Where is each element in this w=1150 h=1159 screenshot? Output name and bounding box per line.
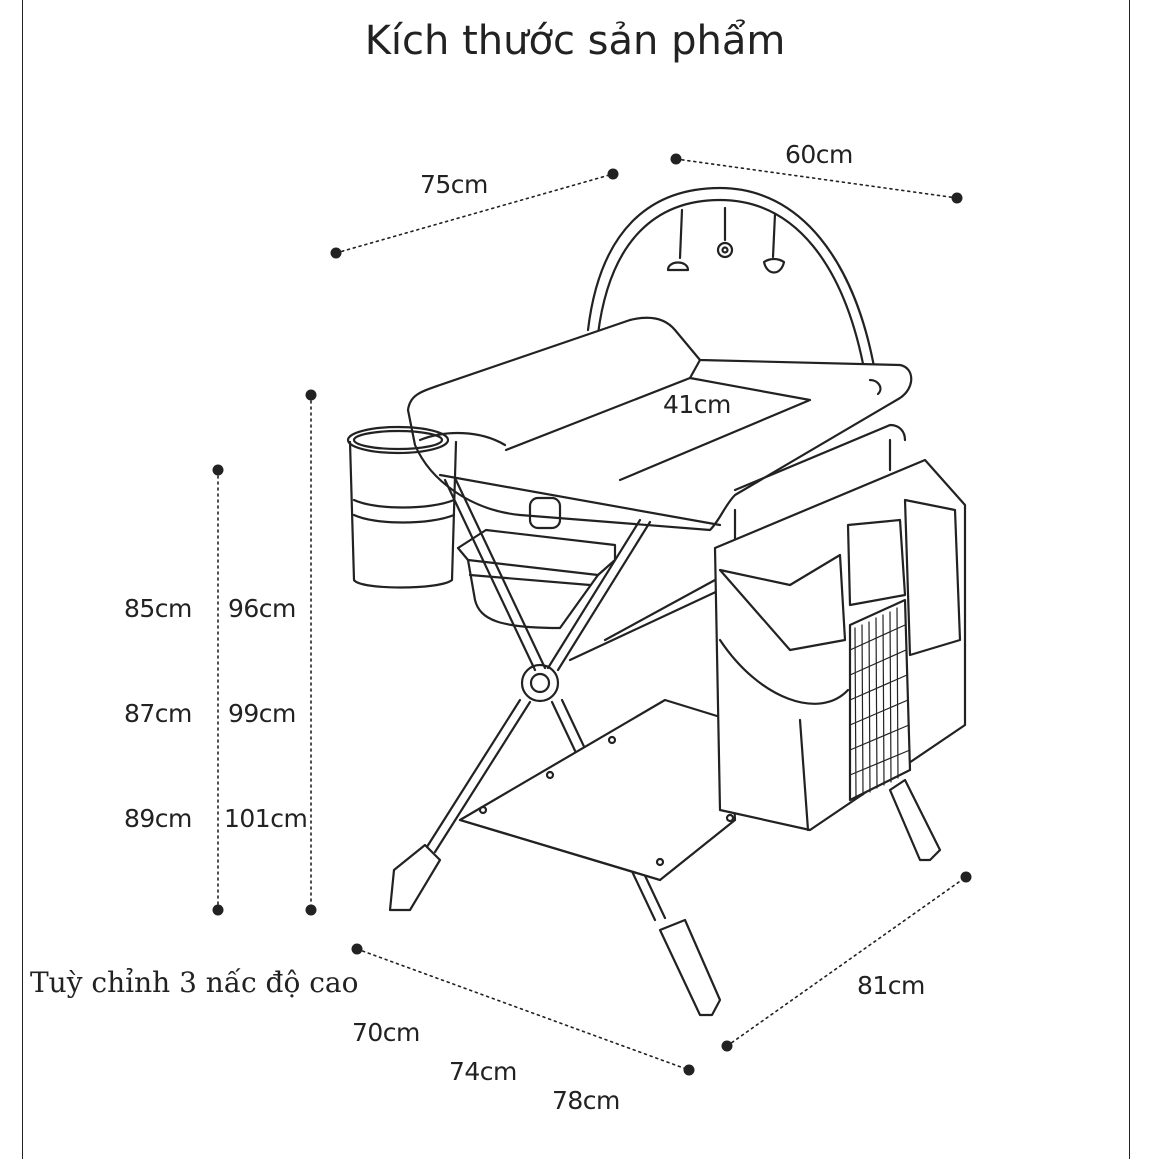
- left-border-line: [22, 0, 23, 1159]
- dim-line-bottom-width: [356, 948, 690, 1071]
- inner-width-label: 41cm: [663, 390, 731, 419]
- length-label: 81cm: [857, 971, 925, 1000]
- side-bin: [346, 425, 458, 589]
- height-adjust-note: Tuỳ chỉnh 3 nấc độ cao: [30, 966, 359, 999]
- leg-spread-label-3: 78cm: [552, 1086, 620, 1115]
- height-low-label-1: 85cm: [124, 594, 192, 623]
- bottom-shelf: [458, 698, 737, 882]
- page-title: Kích thước sản phẩm: [364, 18, 786, 64]
- height-high-label-2: 99cm: [228, 699, 296, 728]
- frame-legs: [388, 476, 942, 1017]
- right-border-line: [1129, 0, 1130, 1159]
- leg-spread-label-1: 70cm: [352, 1018, 420, 1047]
- height-low-label-2: 87cm: [124, 699, 192, 728]
- organizer: [713, 423, 967, 832]
- height-low-label-3: 89cm: [124, 804, 192, 833]
- leg-spread-label-2: 74cm: [449, 1057, 517, 1086]
- height-high-label-3: 101cm: [224, 804, 308, 833]
- changing-pad: [406, 316, 913, 532]
- height-high-label-1: 96cm: [228, 594, 296, 623]
- depth-label: 75cm: [420, 170, 488, 199]
- dim-line-81: [726, 876, 967, 1047]
- dim-line-75: [335, 173, 614, 254]
- toy-arch: [586, 186, 877, 376]
- dim-line-60: [675, 158, 958, 199]
- width-label: 60cm: [785, 140, 853, 169]
